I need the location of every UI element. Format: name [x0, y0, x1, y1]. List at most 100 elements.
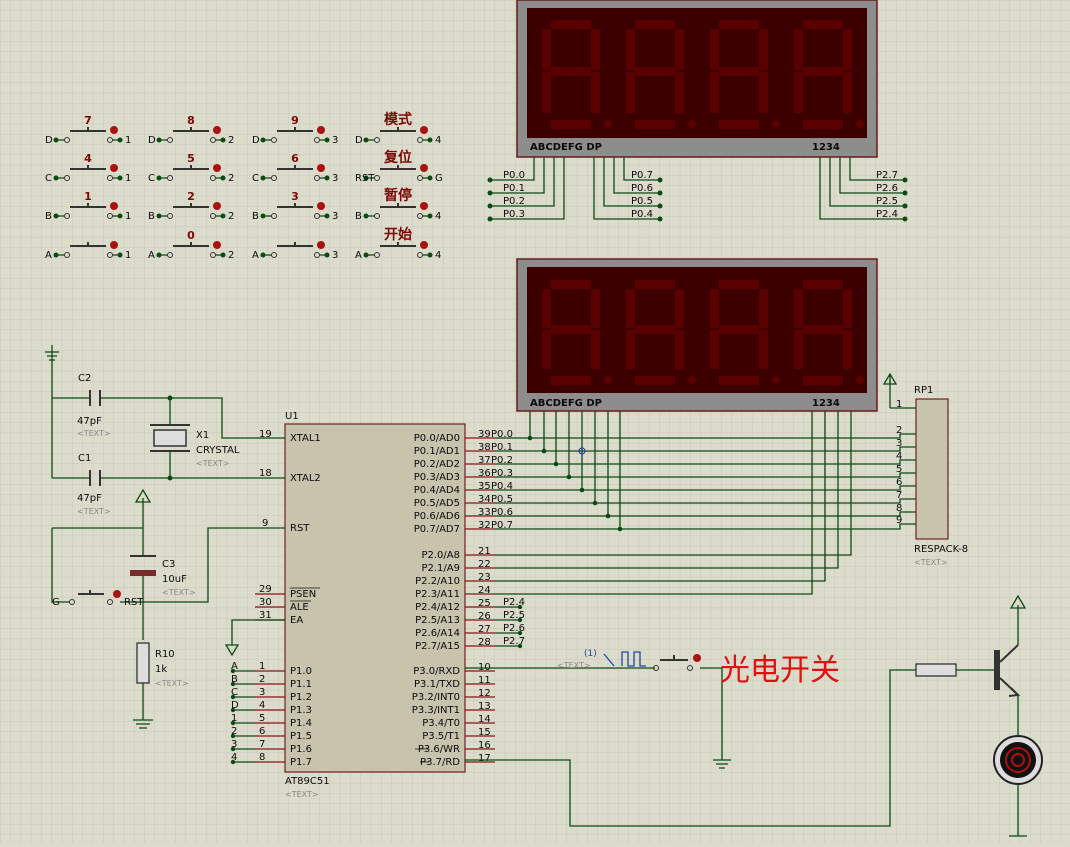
photo-switch-circuit[interactable]: <TEXT> (1) 光电开关: [465, 649, 840, 769]
net-label: D: [231, 700, 239, 711]
pin-number: 21: [478, 546, 491, 557]
mcu-text-placeholder: <TEXT>: [285, 790, 319, 799]
pin-name: P3.7/RD: [420, 757, 460, 768]
key-label: 8: [187, 114, 195, 127]
col-label: 2: [228, 173, 234, 184]
pin-number: 12: [478, 688, 491, 699]
pin-number: 7: [259, 739, 265, 750]
ground-icon: [45, 345, 59, 478]
pin-name: P1.5: [290, 731, 312, 742]
segment-pin-label: ABCDEFG DP: [530, 142, 602, 153]
key-label: 暂停: [384, 187, 412, 204]
col-label: 1: [125, 250, 131, 261]
pin-number: 6: [896, 477, 902, 488]
pin-name: P1.4: [290, 718, 312, 729]
pin-name: P3.3/INT1: [412, 705, 460, 716]
seven-segment-digit: [542, 20, 612, 129]
pin-number: 1: [259, 661, 265, 672]
pin-name: P2.7/A15: [415, 641, 460, 652]
rp1-ref: RP1: [914, 385, 933, 396]
ground-icon: [133, 719, 153, 729]
pin-number: 8: [259, 752, 265, 763]
net-label: P0.4: [491, 481, 513, 492]
pin-number: 2: [259, 674, 265, 685]
pin-number: 8: [896, 503, 902, 514]
reset-right-label: RST: [124, 597, 144, 608]
row-label: C: [252, 173, 259, 184]
net-label: P0.6: [491, 507, 513, 518]
c2-ref: C2: [78, 373, 91, 384]
net-label: P0.2: [491, 455, 513, 466]
reset-circuit[interactable]: C3 10uF <TEXT> G RST R10 1k <TEXT> 9: [51, 488, 285, 729]
net-label: 1: [231, 713, 237, 724]
col-label: 2: [228, 250, 234, 261]
c1-value: 47pF: [77, 493, 102, 504]
photo-marker: (1): [584, 649, 597, 659]
vcc-arrow-icon: [134, 488, 152, 503]
motor-driver[interactable]: [465, 594, 1043, 837]
pin-number: 3: [896, 438, 902, 449]
photo-button-icon: [693, 654, 701, 662]
row-label: D: [355, 135, 363, 146]
seven-segment-display-top[interactable]: ABCDEFG DP 1234: [516, 0, 878, 158]
seven-segment-display-bottom[interactable]: ABCDEFG DP 1234: [516, 258, 878, 412]
digit-pin-label: 1234: [812, 398, 840, 409]
key-label: 6: [291, 152, 299, 165]
pin-name: EA: [290, 615, 303, 626]
pin-number: 34: [478, 494, 491, 505]
pin-number: 15: [478, 727, 491, 738]
net-label: A: [231, 661, 238, 672]
seven-segment-digit: [542, 280, 612, 385]
col-label: 3: [332, 173, 338, 184]
seven-segment-digit: [794, 20, 864, 129]
r10-ref: R10: [155, 649, 175, 660]
net-label: P0.6: [631, 183, 653, 194]
pin-name: P2.0/A8: [421, 550, 460, 561]
pin-name: P3.6/WR: [418, 744, 460, 755]
key-label: 3: [291, 190, 299, 203]
keypad-button[interactable]: C 3 6: [252, 152, 338, 184]
col-label: 3: [332, 211, 338, 222]
net-label: P2.6: [503, 623, 525, 634]
pin-name: P1.0: [290, 666, 312, 677]
col-label: 3: [332, 250, 338, 261]
pin-number: 11: [478, 675, 491, 686]
row-label: A: [45, 250, 52, 261]
key-label: 模式: [384, 111, 412, 128]
ground-icon: [713, 759, 731, 769]
net-label: P2.4: [876, 209, 898, 220]
oscillator-circuit[interactable]: C2 47pF <TEXT> C1 47pF <TEXT> X1 CRYSTAL…: [45, 345, 285, 516]
pin-number: 39: [478, 429, 491, 440]
probe-icon: [578, 447, 586, 455]
digit-pin-label: 1234: [812, 142, 840, 153]
pin-name: P3.2/INT0: [412, 692, 460, 703]
row-label: D: [252, 135, 260, 146]
col-label: 2: [228, 211, 234, 222]
net-label: P0.4: [631, 209, 653, 220]
pin-name: RST: [290, 523, 310, 534]
pin-number: 4: [896, 451, 902, 462]
pin-number: 17: [478, 753, 491, 764]
c1-capacitor-icon: [89, 470, 101, 486]
col-label: 1: [125, 173, 131, 184]
